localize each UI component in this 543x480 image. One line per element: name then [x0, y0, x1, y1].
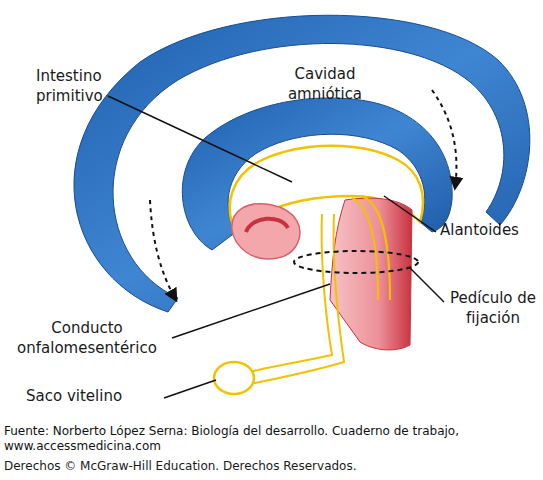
structure-label: Pedículo de fijación: [445, 288, 541, 329]
allantois: [352, 196, 390, 300]
structure-label: Saco vitelino: [26, 386, 166, 406]
heart: [232, 204, 300, 259]
source-caption: Fuente: Norberto López Serna: Biología d…: [4, 424, 539, 454]
structure-label: Conducto onfalomesentérico: [4, 318, 170, 359]
vitelline-duct: [250, 214, 344, 384]
yolk-sac: [214, 362, 254, 394]
structure-label: Alantoides: [440, 220, 538, 240]
body-stalk: [330, 198, 412, 350]
heart-tube: [246, 219, 288, 232]
fold-arrow: [432, 90, 456, 188]
structure-label: Intestino primitivo: [36, 66, 148, 107]
leader-lines: [108, 96, 444, 398]
structure-label: Cavidad amniótica: [262, 64, 388, 105]
fold-arrow: [150, 200, 176, 300]
stalk-ring: [294, 251, 418, 273]
copyright-note: Derechos © McGraw-Hill Education. Derech…: [4, 458, 539, 474]
amnion-wall: [74, 15, 530, 312]
